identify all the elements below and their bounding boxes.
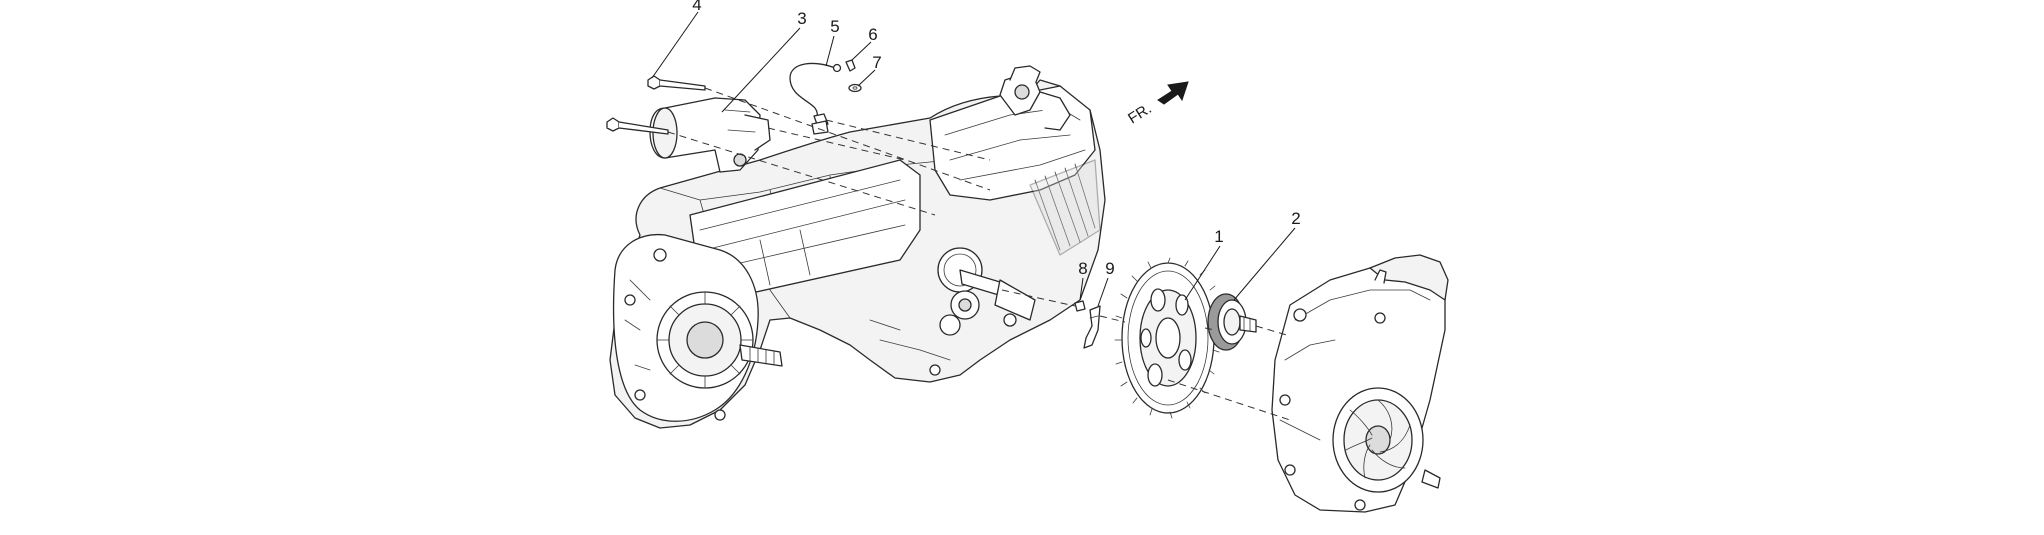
callout-label-3: 3 [797, 9, 806, 28]
washer [848, 83, 862, 93]
callout-label-1: 1 [1214, 227, 1223, 246]
starter-clutch-gear [1207, 293, 1257, 351]
fan-cover-assembly [1271, 254, 1449, 513]
callout-label-5: 5 [830, 17, 839, 36]
starter-mounting-bolt [647, 75, 706, 91]
retaining-clip [1083, 305, 1101, 349]
front-indicator-label: FR. [1125, 100, 1155, 127]
callout-label-2: 2 [1291, 209, 1300, 228]
callout-label-8: 8 [1078, 259, 1087, 278]
cylinder-cooling-fins [1029, 159, 1101, 256]
callout-labels: 1 2 3 4 5 6 7 8 9 [692, 0, 1300, 278]
callout-label-7: 7 [872, 53, 881, 72]
starter-ring-gear [1114, 257, 1221, 419]
engine-crankcase-assembly [609, 65, 1106, 429]
woodruff-key [1074, 300, 1086, 312]
cooling-fan-grille [1332, 387, 1424, 493]
callout-label-4: 4 [692, 0, 701, 14]
callout-label-9: 9 [1105, 259, 1114, 278]
callout-leaders [651, 11, 1296, 307]
crankshaft-gear-train [937, 247, 1036, 336]
callout-label-6: 6 [868, 25, 877, 44]
output-shaft [739, 344, 783, 367]
variator-cover [612, 233, 759, 422]
front-indicator: FR. [1125, 81, 1189, 127]
small-connector-fitting [845, 59, 856, 72]
assembly-alignment-lines [667, 87, 1291, 421]
starter-motor [649, 97, 771, 173]
intake-manifold [999, 65, 1071, 131]
front-direction-arrow-icon [1157, 81, 1189, 105]
sensor-wire-harness [789, 62, 842, 135]
